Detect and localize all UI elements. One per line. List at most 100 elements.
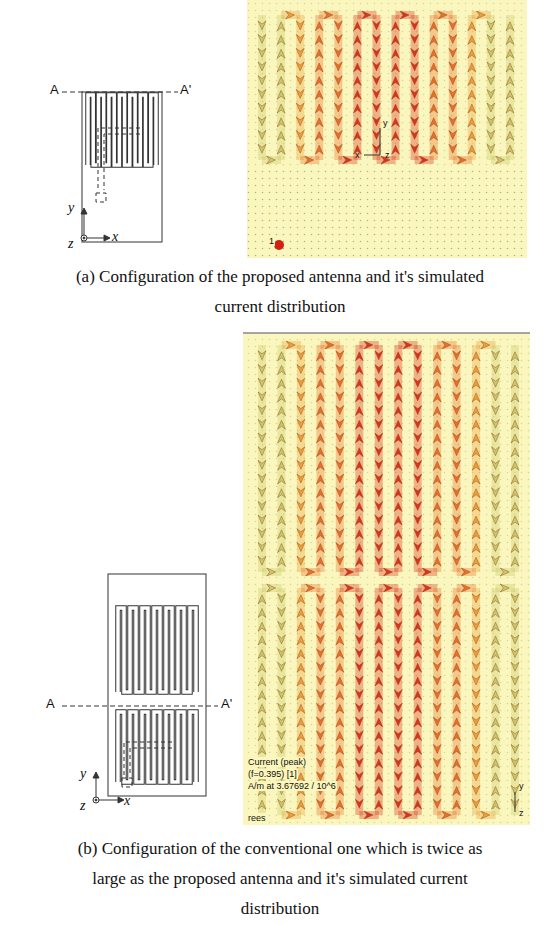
current-arrow (492, 787, 500, 796)
current-strip (433, 588, 441, 815)
current-arrow (375, 800, 383, 809)
current-arrow (345, 584, 354, 592)
current-arrow (355, 594, 363, 603)
current-arrow (433, 530, 441, 539)
current-arrow (472, 703, 480, 712)
current-arrow (430, 63, 438, 72)
current-arrow (258, 130, 266, 139)
current-arrow (258, 800, 266, 809)
current-arrow (355, 649, 363, 658)
current-arrow (375, 378, 383, 387)
current-arrow (430, 36, 438, 45)
current-arrow (492, 447, 500, 456)
current-arrow (384, 568, 393, 576)
current-arrow (375, 773, 383, 782)
current-arrow (403, 811, 412, 819)
current-arrow (433, 690, 441, 699)
current-arrow (297, 515, 305, 524)
current-arrow (511, 621, 519, 630)
current-arrow (511, 516, 519, 525)
current-arrow (433, 608, 441, 617)
current-arrow (411, 76, 419, 85)
current-arrow (433, 461, 441, 470)
current-arrow (336, 501, 344, 510)
current-arrow (258, 595, 266, 604)
current-arrow (336, 433, 344, 442)
current-arrow (492, 351, 500, 360)
current-arrow (394, 676, 402, 685)
current-arrow (315, 63, 323, 72)
current-arrow (430, 77, 438, 86)
current-strip (511, 588, 519, 815)
current-arrow (511, 475, 519, 484)
current-arrow (278, 379, 286, 388)
current-arrow (414, 609, 422, 618)
current-arrow (375, 474, 383, 483)
current-arrow (511, 502, 519, 511)
current-arrow (316, 502, 324, 511)
current-arrow (506, 118, 514, 127)
current-arrow (277, 22, 285, 31)
current-arrow (394, 690, 402, 699)
current-arrow (453, 622, 461, 631)
current-arrow (468, 145, 476, 154)
current-arrow (394, 448, 402, 457)
current-arrow (511, 379, 519, 388)
current-arrow (472, 544, 480, 553)
current-arrow (411, 21, 419, 30)
current-arrow (433, 649, 441, 658)
current-arrow (442, 811, 451, 819)
current-arrow (438, 11, 447, 19)
simulation-ground (247, 0, 527, 258)
current-arrow (453, 787, 461, 796)
current-strip (414, 345, 422, 572)
current-arrow (449, 89, 457, 98)
current-arrow (258, 622, 266, 631)
current-arrow (316, 649, 324, 658)
current-arrow (394, 772, 402, 781)
current-arrow (278, 352, 286, 361)
current-strip (355, 588, 363, 815)
current-arrow (392, 36, 400, 45)
current-arrow (305, 156, 314, 164)
current-arrow (453, 460, 461, 469)
current-arrow (433, 366, 441, 375)
current-arrow (433, 420, 441, 429)
current-arrow (258, 650, 266, 659)
current-arrow (411, 103, 419, 112)
current-arrow (355, 799, 363, 808)
current-arrow (316, 379, 324, 388)
current-arrow (506, 145, 514, 154)
current-arrow (394, 799, 402, 808)
current-arrow (449, 130, 457, 139)
current-arrow (258, 732, 266, 741)
current-arrow (278, 594, 286, 603)
current-arrow (278, 530, 286, 539)
current-arrow (364, 341, 373, 349)
current-arrow (375, 515, 383, 524)
current-arrow (414, 529, 422, 538)
legend-text: (f=0.395) [1] (247, 769, 298, 779)
current-arrow (472, 530, 480, 539)
current-arrow (296, 35, 304, 44)
current-arrow (334, 35, 342, 44)
current-arrow (394, 662, 402, 671)
current-arrow (506, 36, 514, 45)
current-arrow (511, 662, 519, 671)
current-arrow (375, 406, 383, 415)
substrate-board (108, 574, 206, 796)
current-arrow (315, 118, 323, 127)
current-arrow (487, 76, 495, 85)
current-arrow (373, 89, 381, 98)
current-arrow (511, 676, 519, 685)
current-arrow (511, 434, 519, 443)
current-arrow (433, 379, 441, 388)
current-arrow (414, 759, 422, 768)
current-strip (258, 15, 266, 160)
current-strip (394, 588, 402, 815)
current-arrow (373, 48, 381, 57)
axes (93, 772, 124, 803)
current-arrow (296, 144, 304, 153)
current-arrow (353, 77, 361, 86)
current-arrow (362, 11, 371, 19)
